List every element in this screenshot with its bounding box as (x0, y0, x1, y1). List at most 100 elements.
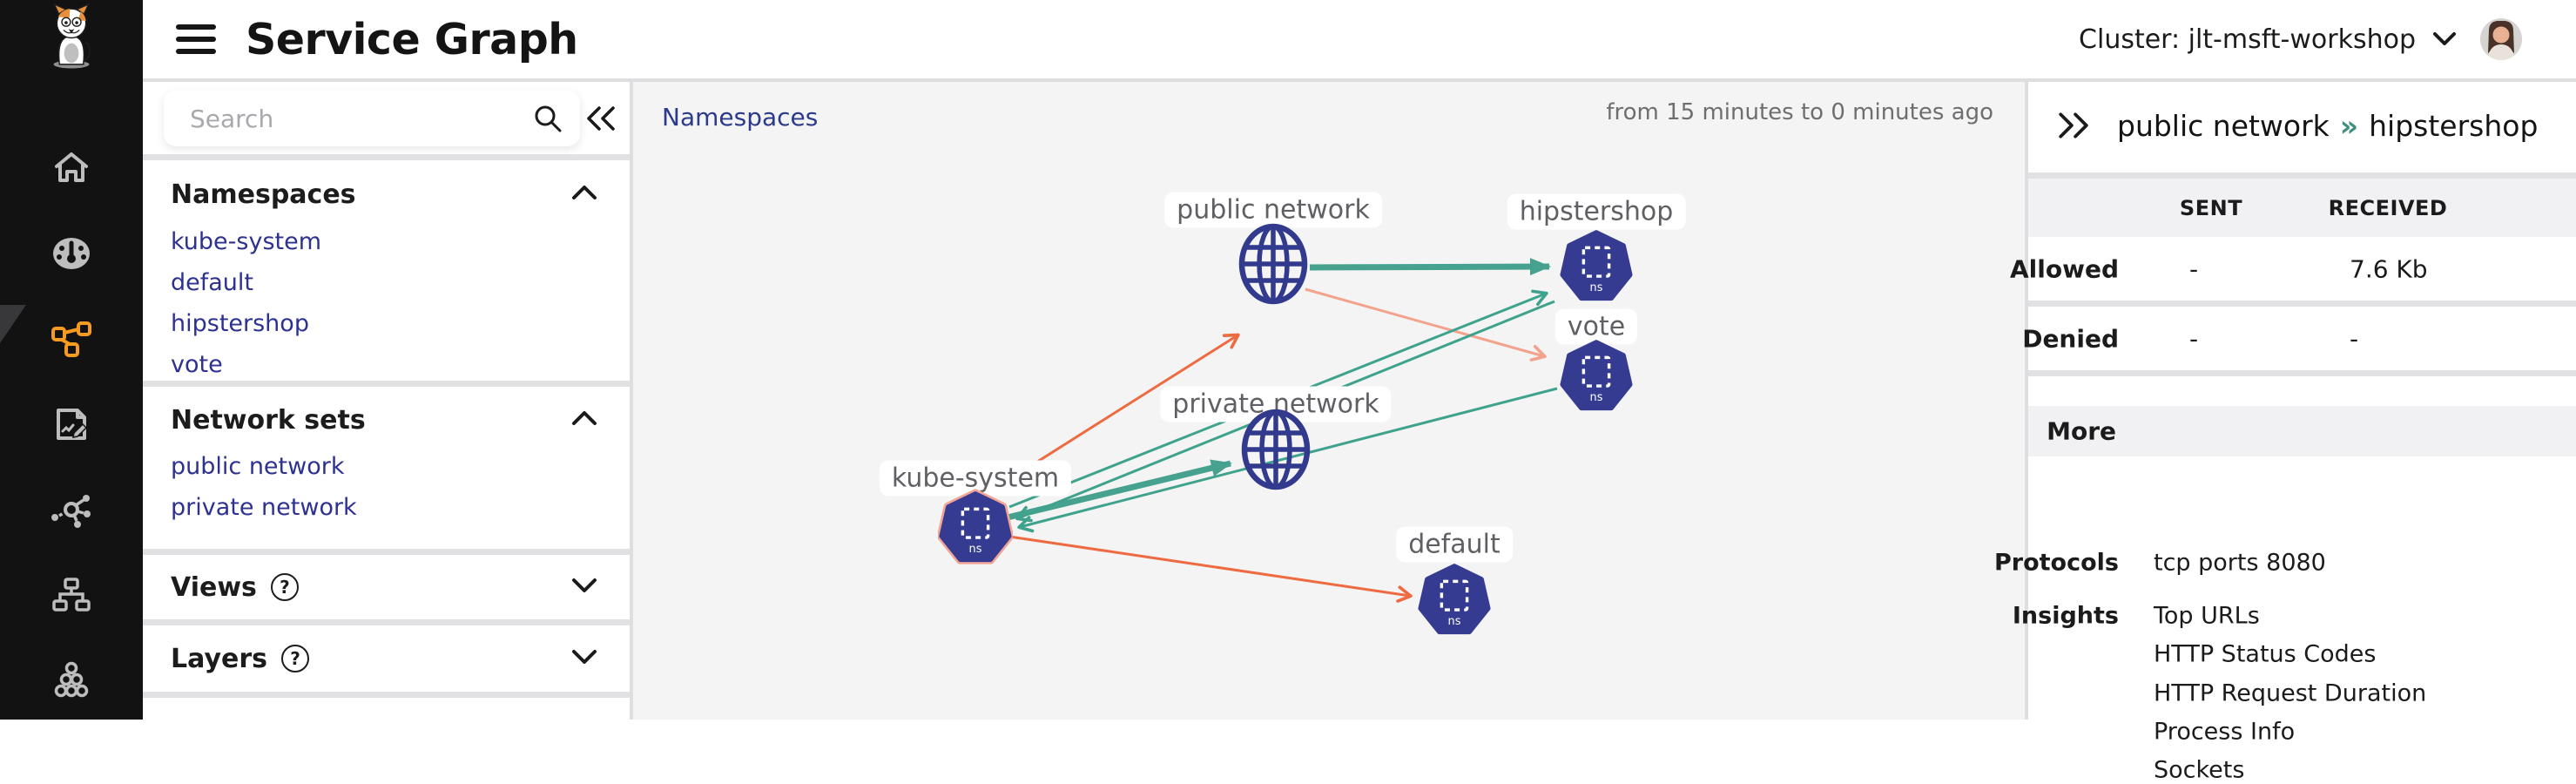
left-panel: Search Namespaces kube-system default hips… (143, 82, 630, 720)
divider (143, 549, 630, 555)
allowed-sent-value: - (2189, 254, 2199, 283)
cluster-selector-label: Cluster: jlt-msft-workshop (2079, 24, 2416, 55)
globe-node-icon[interactable] (1239, 408, 1312, 495)
spacer (2028, 376, 2576, 406)
network-set-link[interactable]: private network (171, 494, 357, 521)
divider (630, 82, 633, 720)
more-section-body: Protocols tcp ports 8080 Insights Top UR… (1994, 456, 2576, 784)
divider (2028, 301, 2576, 307)
traffic-table-header: SENT RECEIVED (2028, 179, 2576, 237)
divider (143, 78, 2576, 82)
row-label: Denied (2022, 324, 2119, 353)
section-title-views: Views (171, 571, 257, 603)
search-input[interactable]: Search (164, 91, 580, 146)
graph-view-label: Namespaces (662, 103, 819, 132)
breadcrumb-target[interactable]: hipstershop (2369, 108, 2539, 143)
section-title-layers: Layers (171, 643, 267, 674)
help-icon[interactable]: ? (270, 573, 299, 601)
protocols-label: Protocols (1994, 549, 2119, 577)
collapse-detail-icon[interactable] (2054, 106, 2093, 145)
chevron-up-icon[interactable] (570, 184, 598, 205)
search-placeholder: Search (190, 104, 274, 133)
divider (2028, 172, 2576, 179)
svg-text:ns: ns (1590, 281, 1603, 294)
avatar[interactable] (2480, 18, 2522, 60)
graph-edge[interactable] (1008, 535, 1413, 603)
namespace-node-icon[interactable]: ns (1417, 561, 1492, 641)
integrations-molecule-icon[interactable] (51, 490, 91, 530)
insight-link[interactable]: Sockets (2154, 756, 2245, 784)
divider (143, 154, 630, 160)
namespace-link[interactable]: vote (171, 351, 223, 378)
denied-sent-value: - (2189, 324, 2199, 353)
cluster-bubbles-icon[interactable] (51, 660, 91, 700)
hamburger-menu-icon[interactable] (176, 24, 216, 54)
column-header-sent: SENT (2179, 195, 2243, 220)
top-bar: Service Graph Cluster: jlt-msft-workshop (143, 0, 2576, 78)
table-row-denied: Denied - - (2022, 307, 2576, 370)
table-row-allowed: Allowed - 7.6 Kb (2010, 237, 2576, 301)
namespace-link[interactable]: default (171, 269, 254, 296)
more-title: More (2047, 416, 2116, 446)
divider (143, 692, 630, 698)
graph-node-label[interactable]: private network (1160, 386, 1392, 422)
svg-text:ns: ns (969, 543, 982, 556)
report-edit-icon[interactable] (51, 404, 91, 444)
more-section-header: More (2028, 406, 2576, 456)
chevron-down-icon (2433, 32, 2456, 45)
graph-node-label[interactable]: public network (1164, 192, 1382, 228)
section-views: Views ? (143, 555, 630, 619)
graph-node-label[interactable]: default (1396, 526, 1513, 563)
divider (2025, 82, 2028, 720)
globe-node-icon[interactable] (1237, 222, 1310, 309)
column-header-received: RECEIVED (2328, 195, 2448, 220)
graph-edge[interactable] (1305, 287, 1547, 362)
svg-text:ns: ns (1448, 615, 1461, 628)
graph-node-label[interactable]: vote (1554, 308, 1638, 345)
cluster-selector[interactable]: Cluster: jlt-msft-workshop (2079, 24, 2458, 55)
row-label: Allowed (2009, 254, 2119, 283)
chevron-down-icon[interactable] (570, 648, 598, 669)
home-icon[interactable] (51, 148, 91, 188)
collapse-panel-icon[interactable] (583, 101, 618, 136)
insights-label: Insights (2012, 602, 2119, 630)
page-title: Service Graph (246, 14, 578, 64)
breadcrumb-source[interactable]: public network (2117, 108, 2330, 143)
panel-footer (143, 698, 630, 720)
divider (143, 619, 630, 625)
graph-node-label[interactable]: hipstershop (1507, 193, 1686, 230)
namespace-link[interactable]: hipstershop (171, 310, 309, 337)
insight-link[interactable]: Top URLs (2154, 602, 2260, 630)
network-set-link[interactable]: public network (171, 453, 345, 480)
section-title-namespaces: Namespaces (171, 179, 356, 210)
breadcrumb: public network » hipstershop (2117, 109, 2538, 143)
namespace-node-icon[interactable]: ns (1559, 337, 1634, 417)
insight-link[interactable]: HTTP Status Codes (2154, 640, 2377, 668)
active-section-notch (0, 305, 26, 343)
detail-panel: public network » hipstershop SENT RECEIV… (1994, 78, 2576, 784)
service-graph-icon[interactable] (51, 319, 91, 359)
help-icon[interactable]: ? (281, 645, 309, 672)
search-icon[interactable] (533, 104, 563, 133)
divider (143, 381, 630, 387)
service-graph-canvas[interactable]: public network hipstershop ns vote ns private… (633, 78, 2025, 720)
double-chevron-right-icon: » (2339, 108, 2359, 143)
section-title-network-sets: Network sets (171, 404, 366, 436)
hierarchy-sitemap-icon[interactable] (51, 575, 91, 615)
allowed-received-value: 7.6 Kb (2350, 254, 2428, 283)
dashboard-gauge-icon[interactable] (51, 233, 91, 274)
section-namespaces: Namespaces kube-system default hipstershop… (143, 160, 630, 381)
namespace-node-icon[interactable]: ns (1559, 227, 1634, 308)
chevron-up-icon[interactable] (570, 409, 598, 430)
namespace-link[interactable]: kube-system (171, 228, 322, 255)
insight-link[interactable]: Process Info (2154, 718, 2296, 746)
divider (2028, 370, 2576, 376)
graph-node-label[interactable]: kube-system (879, 460, 1072, 497)
time-range-label: from 15 minutes to 0 minutes ago (1606, 99, 1993, 125)
chevron-down-icon[interactable] (570, 577, 598, 598)
svg-text:ns: ns (1590, 391, 1603, 404)
denied-received-value: - (2350, 324, 2359, 353)
insight-link[interactable]: HTTP Request Duration (2154, 679, 2427, 707)
section-layers: Layers ? (143, 625, 630, 692)
namespace-node-icon[interactable]: ns (936, 489, 1015, 569)
